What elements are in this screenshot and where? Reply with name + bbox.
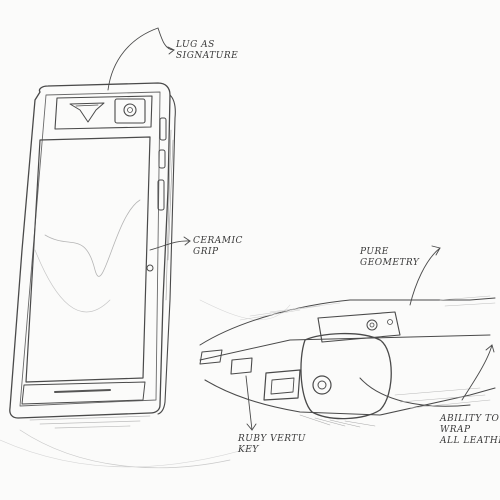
- annotation-line: Wrap: [440, 425, 471, 435]
- annotation-leader-lines-right: [245, 245, 495, 431]
- annotation-line: Ceramic: [193, 236, 243, 246]
- annotation-line: Pure: [360, 247, 389, 257]
- phone-bottom-detail-sketch: [199, 295, 496, 428]
- annotation-line: Key: [238, 445, 259, 455]
- annotation-lug-signature: Lug As Signature: [176, 40, 238, 62]
- annotation-line: Signature: [176, 51, 239, 61]
- annotation-ruby-vertu-key: Ruby Vertu Key: [238, 434, 306, 456]
- annotation-line: Ability to: [440, 414, 500, 424]
- annotation-leather-wrap: Ability to Wrap All Leather: [440, 414, 500, 447]
- annotation-pure-geometry: Pure Geometry: [360, 247, 419, 269]
- annotation-line: Geometry: [360, 258, 420, 268]
- annotation-line: Ruby Vertu: [238, 434, 306, 444]
- annotation-leader-lines-left: [107, 27, 191, 251]
- annotation-line: Grip: [193, 247, 219, 257]
- annotation-ceramic-grip: Ceramic Grip: [193, 236, 243, 258]
- annotation-line: Lug As: [176, 40, 215, 50]
- phone-front-sketch: [0, 82, 291, 469]
- annotation-line: All Leather: [440, 436, 500, 446]
